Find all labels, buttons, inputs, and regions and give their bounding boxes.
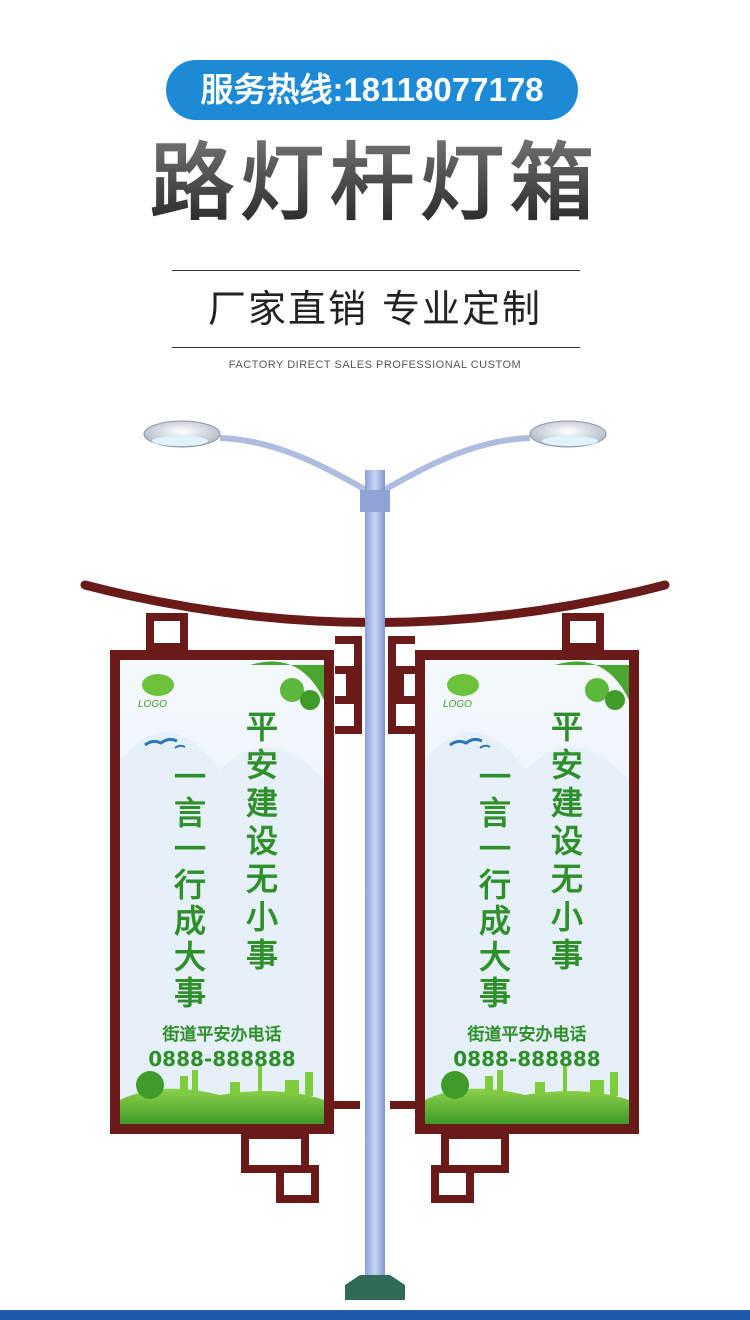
slogan-char-right: 设 xyxy=(246,822,278,860)
left-lightbox: LOGO xyxy=(110,650,334,1134)
lamp-heads xyxy=(143,420,607,448)
slogan-char-left: 事 xyxy=(479,974,511,1012)
slogan-char-left: 行 xyxy=(479,866,511,904)
lamp-arms xyxy=(219,435,531,498)
slogan-char-right: 建 xyxy=(246,784,278,822)
left-frame-deco xyxy=(146,613,362,1203)
slogan-char-left: 大 xyxy=(174,938,206,976)
slogan: 厂家直销 专业定制 xyxy=(207,287,543,331)
bottom-bar xyxy=(0,1310,750,1320)
slogan-char-right: 平 xyxy=(551,708,583,746)
slogan-char-left: 行 xyxy=(174,866,206,904)
slogan-char-left: 大 xyxy=(479,938,511,976)
slogan-char-right: 平 xyxy=(246,708,278,746)
slogan-char-left: 言 xyxy=(174,794,206,832)
lamp-pole xyxy=(365,470,385,1300)
phone-label: 街道平安办电话 xyxy=(467,1024,587,1045)
phone-number: 0888-888888 xyxy=(453,1047,600,1071)
divider-top xyxy=(172,270,580,271)
poster-logo: LOGO xyxy=(443,699,472,710)
poster-logo: LOGO xyxy=(138,699,167,710)
slogan-char-right: 建 xyxy=(551,784,583,822)
page-title: 路灯杆灯箱 xyxy=(0,128,750,238)
hotline-badge: 服务热线:18118077178 xyxy=(166,60,578,120)
divider-bottom xyxy=(172,347,580,348)
street-lamp-illustration: LOGO LOGO 平安建设无小事一言一行成大事街道平安办电话0888-8888… xyxy=(80,420,670,1300)
slogan-char-right: 安 xyxy=(551,746,583,784)
slogan-char-left: 成 xyxy=(174,902,206,940)
english-subline: FACTORY DIRECT SALES PROFESSIONAL CUSTOM xyxy=(228,359,522,371)
slogan-char-right: 无 xyxy=(246,860,278,898)
slogan-char-left: 一 xyxy=(174,758,206,796)
slogan-char-right: 事 xyxy=(246,936,278,974)
phone-label: 街道平安办电话 xyxy=(162,1024,282,1045)
pole-base xyxy=(345,1275,405,1300)
slogan-char-right: 设 xyxy=(551,822,583,860)
slogan-char-right: 事 xyxy=(551,936,583,974)
slogan-char-right: 小 xyxy=(246,898,278,936)
slogan-char-left: 一 xyxy=(479,830,511,868)
slogan-char-left: 言 xyxy=(479,794,511,832)
right-lightbox: LOGO xyxy=(415,650,639,1134)
phone-number: 0888-888888 xyxy=(148,1047,295,1071)
slogan-char-right: 无 xyxy=(551,860,583,898)
slogan-char-right: 小 xyxy=(551,898,583,936)
slogan-char-left: 成 xyxy=(479,902,511,940)
slogan-char-left: 一 xyxy=(479,758,511,796)
slogan-char-right: 安 xyxy=(246,746,278,784)
slogan-char-left: 一 xyxy=(174,830,206,868)
slogan-char-left: 事 xyxy=(174,974,206,1012)
